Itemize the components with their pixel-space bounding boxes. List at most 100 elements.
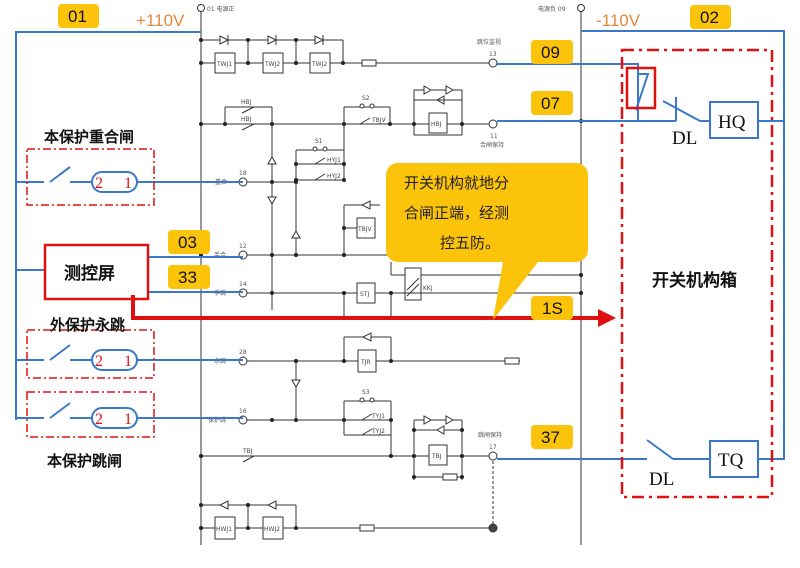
terminal-13: 13 跳位监视 bbox=[477, 38, 501, 68]
hyj2-contact bbox=[314, 173, 326, 181]
diode-icon bbox=[267, 155, 277, 165]
svg-text:16: 16 bbox=[239, 408, 247, 415]
terminal-17: 17 跳闸保持 bbox=[478, 431, 502, 461]
junction-dot bbox=[294, 359, 298, 363]
svg-text:01 电源正: 01 电源正 bbox=[207, 5, 235, 13]
svg-text:28: 28 bbox=[239, 349, 247, 356]
svg-text:TYJ1: TYJ1 bbox=[371, 413, 385, 420]
stj-coil bbox=[356, 282, 376, 304]
terminal-11: 11 合闸保持 bbox=[480, 119, 504, 149]
wire-02 bbox=[581, 30, 785, 460]
svg-text:2: 2 bbox=[95, 175, 103, 192]
diode-icon bbox=[291, 379, 301, 389]
hyj1-contact bbox=[314, 157, 326, 165]
diode-icon bbox=[423, 85, 433, 95]
svg-text:DL: DL bbox=[672, 128, 697, 149]
junction-dot bbox=[199, 526, 203, 530]
dl-trip-contact bbox=[646, 439, 674, 460]
wire-tag-37: 37 bbox=[531, 425, 573, 449]
svg-text:07: 07 bbox=[541, 94, 560, 113]
svg-text:HWJ2: HWJ2 bbox=[264, 526, 280, 533]
svg-text:S3: S3 bbox=[362, 389, 370, 396]
twj2-coil bbox=[262, 52, 284, 74]
diode-icon bbox=[423, 415, 433, 425]
resistor-tjr bbox=[504, 357, 520, 365]
junction-dot bbox=[579, 291, 583, 295]
junction-dot bbox=[460, 475, 464, 479]
s3-button bbox=[359, 397, 365, 403]
wire-01 bbox=[15, 31, 201, 420]
callout-bubble: 开关机构就地分 合闸正端，经测 控五防。 bbox=[386, 163, 588, 320]
diode-icon bbox=[267, 196, 277, 206]
negative-bus-terminal bbox=[577, 4, 585, 12]
svg-text:HYJ1: HYJ1 bbox=[327, 157, 341, 164]
junction-dot bbox=[412, 428, 416, 432]
junction-dot bbox=[342, 291, 346, 295]
junction-dot bbox=[388, 122, 392, 126]
junction-dot bbox=[342, 359, 346, 363]
svg-text:电源负 09: 电源负 09 bbox=[538, 5, 566, 13]
svg-text:S1: S1 bbox=[315, 138, 323, 145]
junction-dot bbox=[246, 503, 250, 507]
resistor-twj bbox=[361, 59, 377, 67]
own-trip-switch bbox=[49, 402, 71, 419]
svg-text:HBJ: HBJ bbox=[241, 116, 252, 123]
diode-icon bbox=[219, 35, 230, 45]
svg-text:33: 33 bbox=[178, 268, 197, 287]
svg-text:开关机构箱: 开关机构箱 bbox=[652, 270, 737, 291]
own-trip-plug bbox=[91, 407, 138, 429]
svg-text:跳位监视: 跳位监视 bbox=[477, 38, 501, 46]
junction-dot bbox=[389, 291, 393, 295]
diode-icon bbox=[445, 415, 455, 425]
terminal-16: 16 保护跳 bbox=[208, 408, 248, 425]
component-labels: TWJ1 TWJ2 TWJ2 HBJ HBJ HBJ S2 TBJV S1 HY… bbox=[207, 5, 566, 533]
svg-text:11: 11 bbox=[490, 133, 498, 140]
junction-dot bbox=[342, 178, 346, 182]
positive-voltage-label: +110V bbox=[136, 11, 185, 30]
diode-icon bbox=[291, 229, 301, 239]
tyj1-contact bbox=[361, 413, 373, 421]
wire-tag-09: 09 bbox=[531, 40, 573, 64]
junction-dot bbox=[270, 122, 274, 126]
junction-dot bbox=[341, 61, 345, 65]
junction-dot bbox=[294, 180, 298, 184]
terminal-28: 28 永跳 bbox=[214, 349, 248, 366]
wire-tag-03: 03 bbox=[168, 230, 210, 254]
ext-trip-switch bbox=[49, 344, 71, 361]
junction-dot bbox=[199, 122, 203, 126]
red-arrow-1s bbox=[131, 295, 616, 327]
hbj-contact-b bbox=[241, 123, 255, 131]
junction-dot bbox=[270, 180, 274, 184]
svg-text:TBJ: TBJ bbox=[242, 448, 253, 455]
tyj2-contact bbox=[361, 428, 373, 436]
control-panel-box: 测控屏 bbox=[43, 243, 150, 301]
svg-text:合闸正端，经测: 合闸正端，经测 bbox=[404, 204, 509, 222]
schematic bbox=[197, 4, 585, 545]
junction-dot bbox=[270, 253, 274, 257]
junction-dot bbox=[389, 454, 393, 458]
reclose-plug bbox=[91, 171, 138, 193]
diode-icon bbox=[360, 200, 371, 210]
junction-dot bbox=[412, 475, 416, 479]
junction-dot bbox=[342, 226, 346, 230]
svg-text:09: 09 bbox=[541, 43, 560, 62]
svg-text:外保护永跳: 外保护永跳 bbox=[49, 316, 125, 334]
svg-text:手合: 手合 bbox=[214, 251, 226, 259]
aux-contact-box bbox=[625, 66, 657, 110]
svg-text:14: 14 bbox=[239, 281, 247, 288]
junction-dot bbox=[199, 454, 203, 458]
own-trip-block: 2 1 本保护跳闸 bbox=[26, 391, 155, 470]
hbj-contact-a bbox=[241, 106, 255, 114]
junction-dot bbox=[342, 162, 346, 166]
junction-dot bbox=[342, 418, 346, 422]
junction-dot bbox=[389, 359, 393, 363]
svg-text:12: 12 bbox=[239, 243, 247, 250]
junction-dot bbox=[199, 61, 203, 65]
svg-text:KKJ: KKJ bbox=[423, 285, 433, 292]
wire-tag-33: 33 bbox=[168, 265, 210, 289]
twj1-coil bbox=[214, 52, 236, 74]
svg-text:合闸保持: 合闸保持 bbox=[480, 141, 504, 149]
svg-text:HBJ: HBJ bbox=[431, 121, 442, 128]
junction-dot bbox=[294, 526, 298, 530]
svg-text:HQ: HQ bbox=[718, 112, 746, 133]
